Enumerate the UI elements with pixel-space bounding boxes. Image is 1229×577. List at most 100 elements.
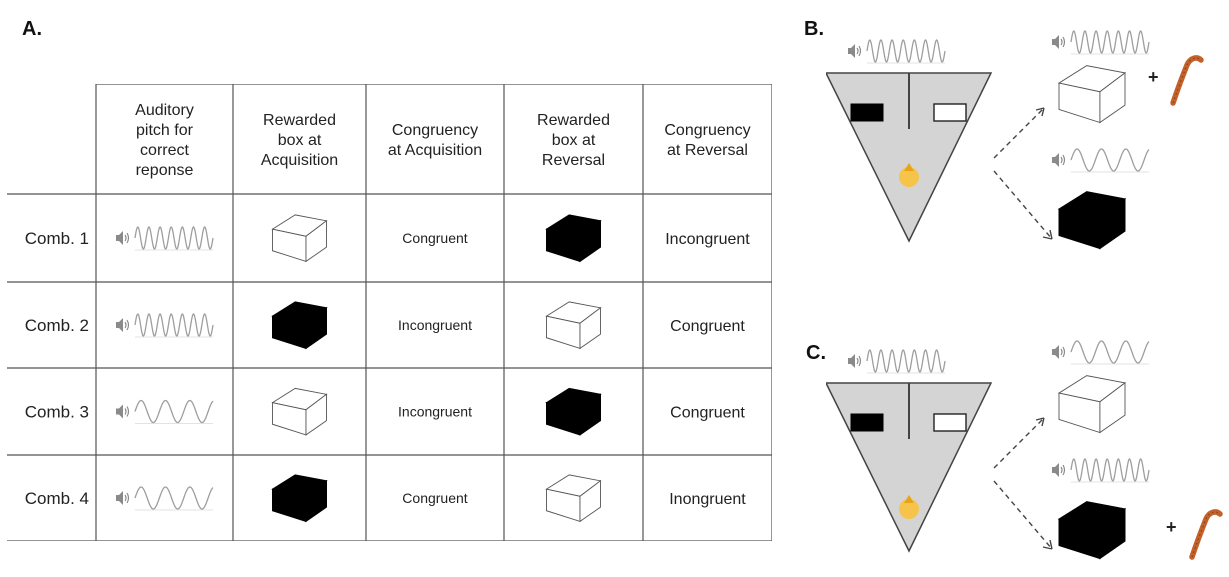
speaker-body xyxy=(1052,153,1059,167)
box-side xyxy=(579,479,601,523)
worm-segments xyxy=(1172,57,1202,104)
sound-wave-icon xyxy=(134,226,214,250)
speaker-icon xyxy=(116,231,130,245)
arrow-upper xyxy=(993,417,1045,469)
mouse-head xyxy=(904,163,914,171)
mealworm-icon xyxy=(1170,55,1204,106)
mouse-icon xyxy=(899,495,919,519)
reward-plus: + xyxy=(1148,67,1159,87)
speaker-body xyxy=(116,318,123,332)
header-text: Acquisition xyxy=(261,152,338,169)
header-text: reponse xyxy=(136,162,194,179)
panel-label-b: B. xyxy=(804,18,824,40)
panel-label-c: C. xyxy=(806,342,826,364)
box-icon xyxy=(271,474,328,523)
sound-wave-icon xyxy=(134,399,214,424)
maze-black-panel xyxy=(850,103,884,122)
speaker-wave xyxy=(1060,466,1063,474)
header-text: at Reversal xyxy=(667,142,748,159)
mouse-body xyxy=(899,499,919,519)
speaker-icon xyxy=(848,44,862,58)
speaker-wave xyxy=(124,321,127,329)
arrow-lower xyxy=(993,480,1053,550)
speaker-wave xyxy=(124,234,127,242)
box-side xyxy=(305,393,327,436)
diagram-c: + xyxy=(826,340,1223,560)
speaker-wave xyxy=(1060,348,1063,356)
speaker-wave xyxy=(1062,346,1066,358)
speaker-wave xyxy=(1060,156,1063,164)
header-text: box at xyxy=(278,132,322,149)
speaker-icon xyxy=(1052,153,1066,167)
arrow-upper-head xyxy=(1035,107,1045,117)
speaker-icon xyxy=(116,491,130,505)
arrow-lower xyxy=(993,170,1053,240)
speaker-wave xyxy=(1062,464,1066,476)
maze-white-panel xyxy=(933,103,967,122)
speaker-body xyxy=(116,404,123,419)
worm-segments xyxy=(1191,511,1221,558)
box-icon xyxy=(545,214,602,263)
speaker-wave xyxy=(126,232,130,244)
header-text: at Acquisition xyxy=(388,142,482,159)
rev-congruency: Incongruent xyxy=(665,231,750,248)
sound-wave-icon xyxy=(866,349,946,373)
speaker-icon xyxy=(116,404,130,419)
header-text: Auditory xyxy=(135,102,194,119)
header-text: Congruency xyxy=(664,122,750,139)
reward-plus: + xyxy=(1166,517,1177,537)
speaker-wave xyxy=(124,408,127,415)
box-side xyxy=(1099,197,1126,250)
row-label: Comb. 4 xyxy=(25,489,89,508)
acq-congruency: Incongruent xyxy=(398,404,472,420)
box-side xyxy=(579,219,601,263)
box-side xyxy=(1099,71,1126,124)
speaker-icon xyxy=(116,318,130,332)
mouse-body xyxy=(899,167,919,187)
box-side xyxy=(305,306,327,350)
sound-wave-icon xyxy=(1070,30,1150,54)
arrow-lower-head xyxy=(1042,229,1053,240)
header-text: Rewarded xyxy=(537,112,610,129)
speaker-wave xyxy=(1062,36,1066,48)
header-text: box at xyxy=(552,132,596,149)
speaker-wave xyxy=(126,319,130,331)
sound-wave-icon xyxy=(1070,148,1150,172)
speaker-wave xyxy=(858,355,862,367)
header-text: Rewarded xyxy=(263,112,336,129)
acq-congruency: Congruent xyxy=(402,490,467,506)
box-side xyxy=(579,306,601,350)
speaker-body xyxy=(116,491,123,505)
speaker-wave xyxy=(1062,154,1066,166)
rev-congruency: Inongruent xyxy=(669,491,746,508)
speaker-icon xyxy=(848,354,862,368)
sound-wave-icon xyxy=(866,39,946,63)
maze-white-panel xyxy=(933,413,967,432)
speaker-icon xyxy=(1052,463,1066,477)
row-label: Comb. 1 xyxy=(25,229,89,248)
box-side xyxy=(305,219,327,263)
speaker-wave xyxy=(858,45,862,57)
panel-label-a: A. xyxy=(22,18,42,40)
rev-congruency: Congruent xyxy=(670,405,745,422)
speaker-wave xyxy=(126,406,130,417)
header-text: Reversal xyxy=(542,152,605,169)
box-icon xyxy=(1057,65,1127,124)
box-icon xyxy=(545,474,602,523)
speaker-wave xyxy=(1060,38,1063,46)
mouse-icon xyxy=(899,163,919,187)
speaker-body xyxy=(116,231,123,245)
sound-wave-icon xyxy=(134,313,214,337)
acq-congruency: Congruent xyxy=(402,230,467,246)
row-label: Comb. 2 xyxy=(25,316,89,335)
arrow-upper xyxy=(993,107,1045,159)
maze-black-panel xyxy=(850,413,884,432)
sound-wave-icon xyxy=(134,486,214,510)
diagram-b: + xyxy=(826,30,1204,250)
speaker-body xyxy=(1052,345,1059,359)
speaker-body xyxy=(848,354,855,368)
speaker-wave xyxy=(856,47,859,55)
speaker-icon xyxy=(1052,345,1066,359)
acq-congruency: Incongruent xyxy=(398,317,472,333)
sound-wave-icon xyxy=(1070,458,1150,482)
